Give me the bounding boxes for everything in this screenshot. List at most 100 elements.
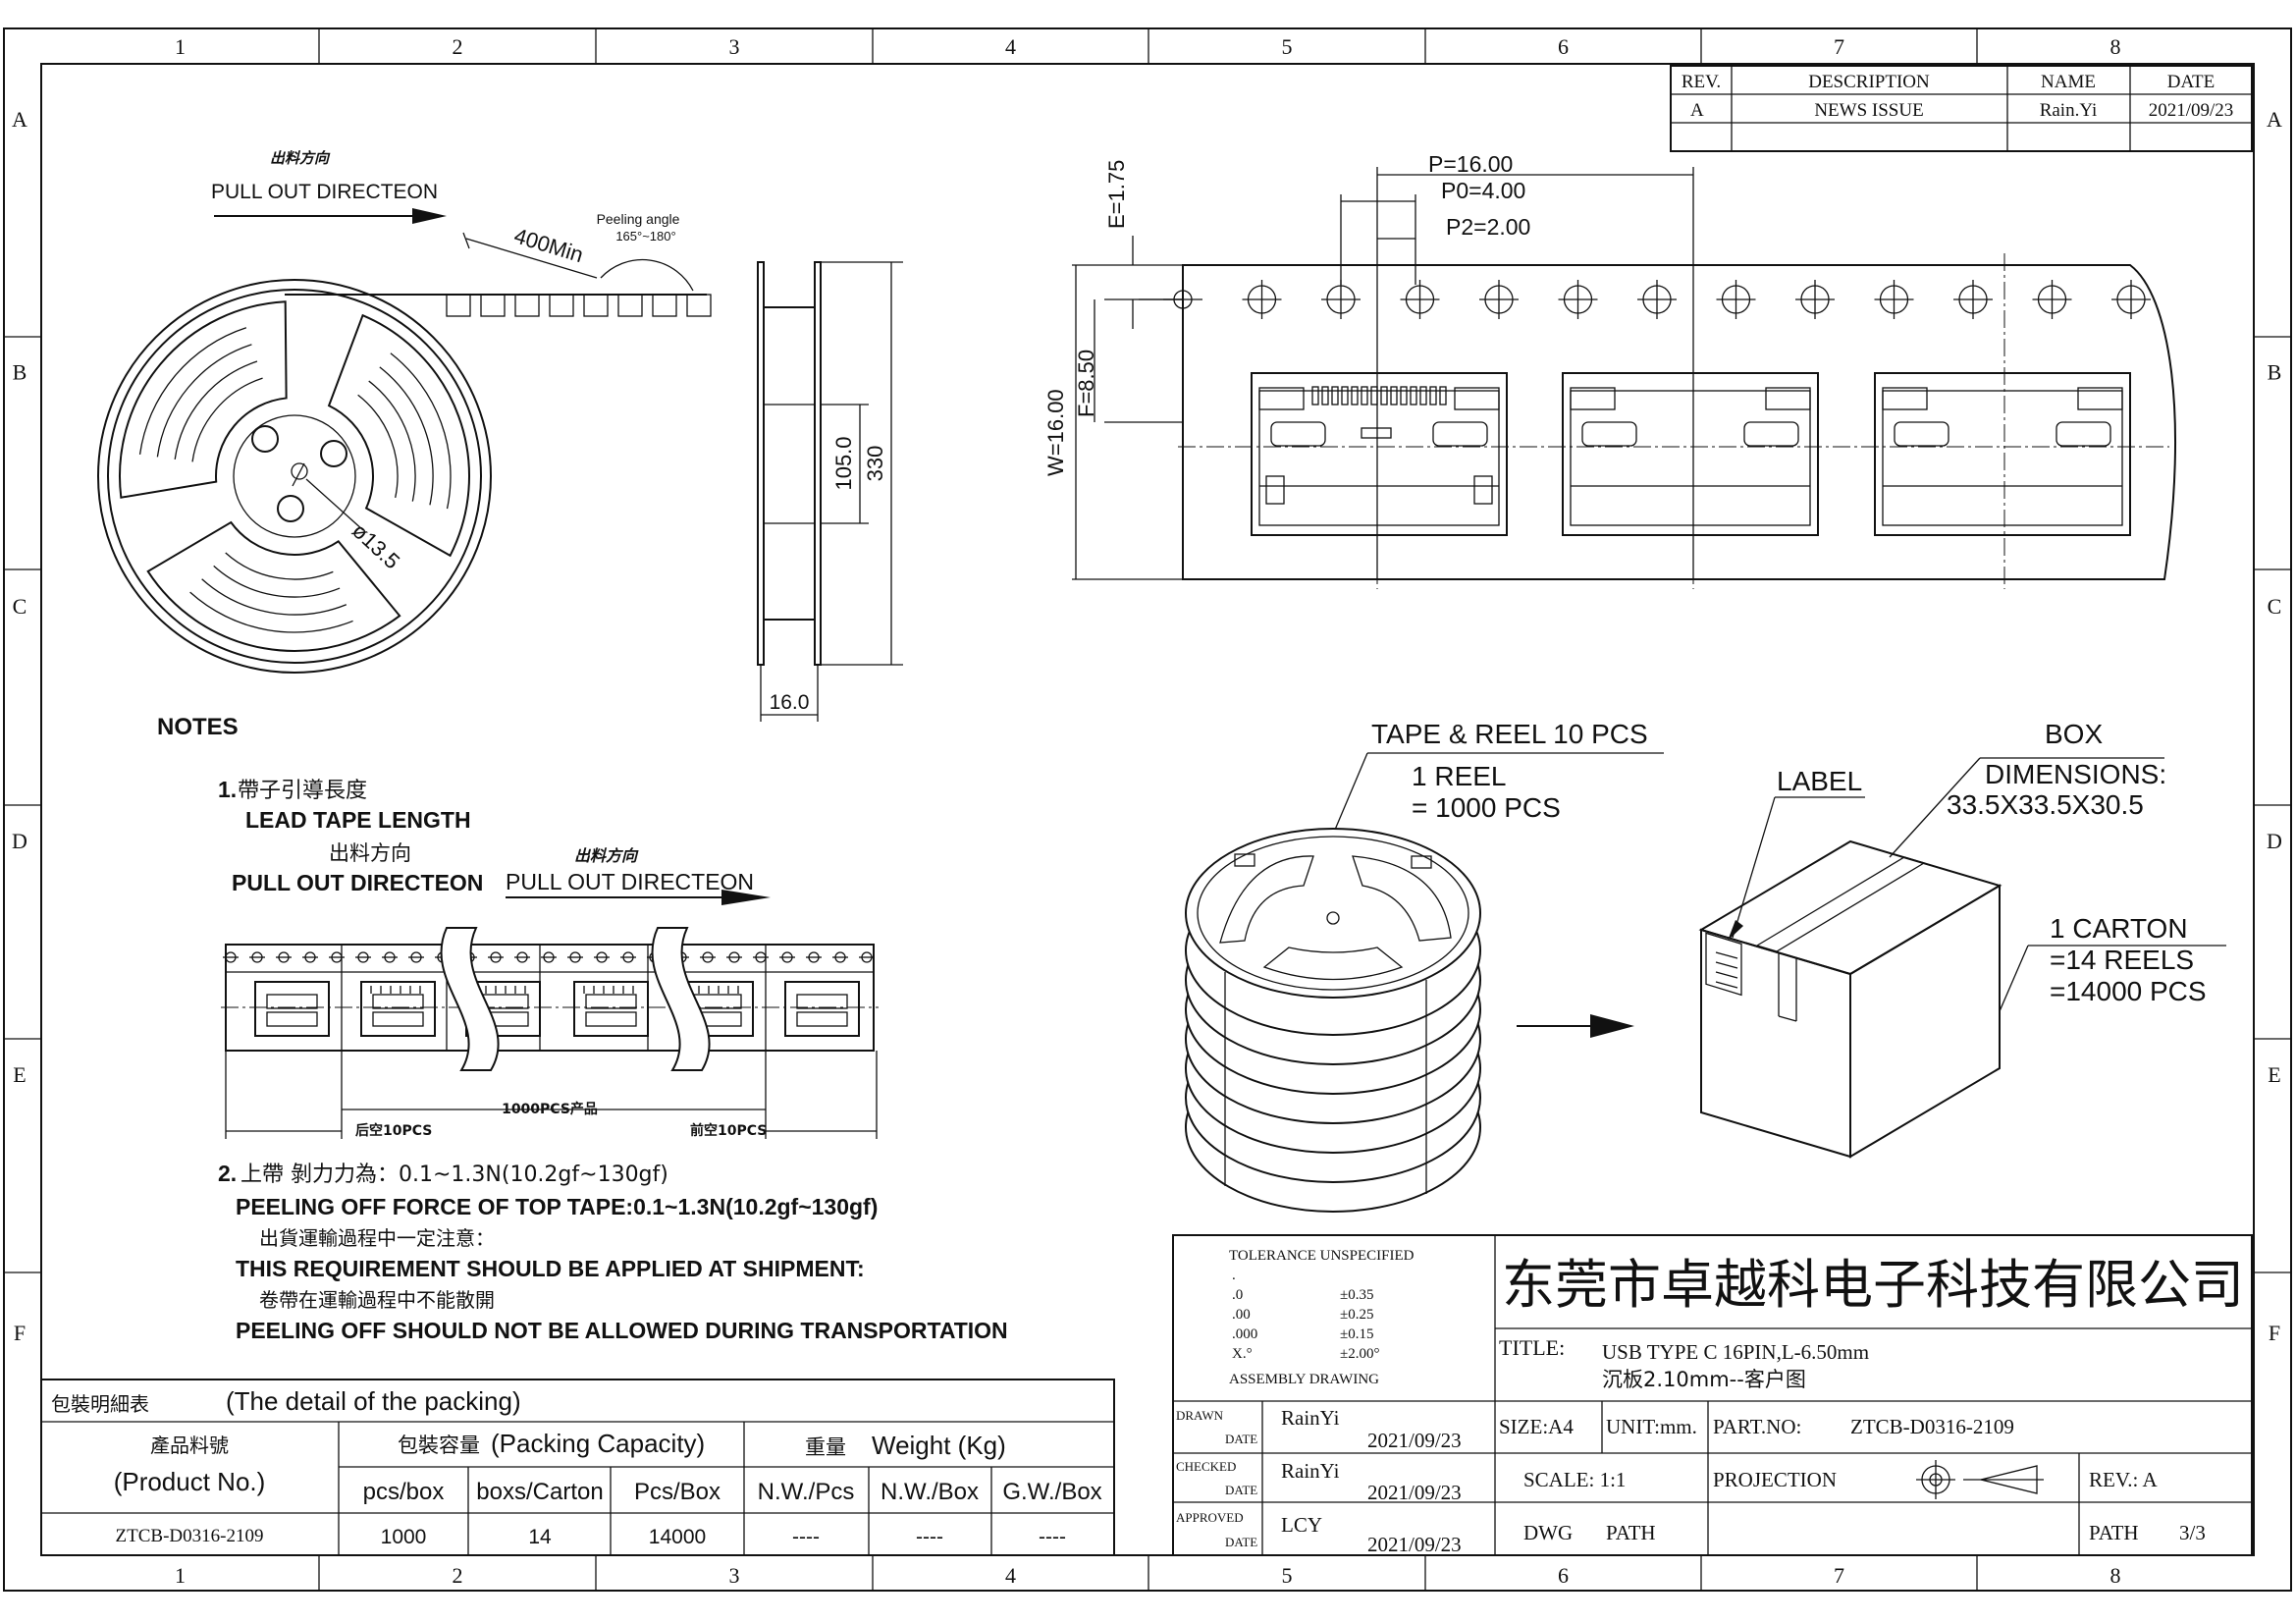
carton-pcs-label: =14000 PCS — [2050, 976, 2207, 1006]
peeling-angle-range: 165°~180° — [615, 229, 675, 243]
packing-title-en: (The detail of the packing) — [226, 1386, 521, 1416]
reel-tape-pocket — [549, 294, 574, 317]
strip-pocket — [254, 981, 330, 1037]
connector-pin — [1380, 386, 1388, 406]
projection-symbol-icon — [1916, 1460, 2044, 1499]
carton-label: 1 CARTON — [2050, 913, 2188, 944]
pack-col-header: Pcs/Box — [634, 1479, 721, 1505]
note-2-number: 2. — [218, 1161, 237, 1186]
top-reel — [1185, 828, 1481, 999]
strip-pocket-inner — [266, 1011, 318, 1027]
reel-side-view: 105.0 330 16.0 — [757, 261, 903, 722]
top-reel-tab — [1411, 855, 1432, 869]
pocket-corner — [2077, 387, 2123, 410]
strip-back-empty: 后空10PCS — [355, 1122, 432, 1139]
checked-label: CHECKED — [1176, 1459, 1236, 1474]
row-label-right: A — [2267, 107, 2282, 132]
carrier-tape-detail: E=1.75 W=16.00 F=8.50 P=16.00 P0=4.00 P2… — [1043, 151, 2177, 589]
one-reel-label: 1 REEL — [1412, 761, 1507, 791]
description-header: DESCRIPTION — [1808, 72, 1930, 92]
reel-window-rib — [138, 327, 247, 455]
checked-date: 2021/09/23 — [1367, 1481, 1462, 1504]
reel-qty-label: = 1000 PCS — [1412, 792, 1561, 823]
dim-330: 330 — [863, 446, 887, 482]
top-reel-hub — [1326, 911, 1340, 925]
name-header: NAME — [2041, 72, 2096, 92]
drawn-name: RainYi — [1281, 1406, 1340, 1430]
rev-value-block: REV.: A — [2089, 1468, 2158, 1491]
tolerance-value: ±0.15 — [1340, 1326, 1373, 1342]
pocket-slot — [1743, 421, 1799, 447]
dim-p: P=16.00 — [1428, 151, 1513, 177]
carton-box — [1698, 839, 2002, 1159]
path-value: PATH — [1606, 1521, 1656, 1544]
tolerance-value: ±0.25 — [1340, 1307, 1373, 1323]
label-label: LABEL — [1777, 766, 1862, 796]
reel-tape-pocket — [583, 294, 609, 317]
note-3-en: THIS REQUIREMENT SHOULD BE APPLIED AT SH… — [236, 1256, 865, 1281]
pack-value: 14 — [528, 1526, 552, 1548]
reel-window-rib — [379, 366, 434, 506]
sheet-number: 3/3 — [2179, 1521, 2206, 1544]
note-pull-en: PULL OUT DIRECTEON — [232, 870, 483, 895]
tape-reel-label: TAPE & REEL 10 PCS — [1371, 719, 1648, 749]
column-label-bottom: 8 — [2110, 1563, 2121, 1588]
reel-window — [146, 520, 401, 652]
note-4-cn: 卷帶在運輸過程中不能散開 — [259, 1288, 495, 1312]
column-label-top: 7 — [1834, 34, 1844, 59]
note-3-cn: 出貨運輸過程中一定注意： — [259, 1226, 495, 1250]
top-reel-tab — [1234, 853, 1255, 867]
connector-pin — [1341, 386, 1349, 406]
column-label-top: 1 — [175, 34, 186, 59]
strip-pocket — [784, 981, 860, 1037]
connector-leg — [1473, 475, 1493, 505]
tolerance-key: .0 — [1232, 1287, 1243, 1303]
row-label-left: F — [14, 1321, 26, 1345]
reel-window-rib — [213, 565, 341, 598]
row-label-right: F — [2269, 1321, 2280, 1345]
tolerance-key: .000 — [1232, 1326, 1257, 1342]
connector-pin — [1400, 386, 1408, 406]
box-dimensions: 33.5X33.5X30.5 — [1947, 789, 2144, 820]
note-1-cn: 帶子引導長度 — [238, 779, 367, 803]
peeling-angle-label: Peeling angle — [597, 211, 680, 227]
pull-out-en: PULL OUT DIRECTEON — [211, 181, 438, 203]
strip-pocket-inner — [585, 994, 637, 1009]
tape-pocket — [1874, 372, 2131, 536]
connector-pin — [1410, 386, 1417, 406]
tolerance-key: X.° — [1232, 1346, 1253, 1362]
lead-tape-strip: 1000PCS产品 后空10PCS 前空10PCS — [221, 927, 879, 1139]
dim-16: 16.0 — [770, 691, 810, 714]
title-label: TITLE: — [1499, 1335, 1565, 1360]
row-label-right: E — [2268, 1062, 2280, 1087]
pocket-slot — [1894, 421, 1949, 447]
connector-pin — [1321, 386, 1329, 406]
reel-tape-pocket — [617, 294, 643, 317]
connector-pin — [1419, 386, 1427, 406]
weight-header-en: Weight (Kg) — [872, 1431, 1006, 1460]
tape-pocket-inner — [1882, 390, 2123, 526]
rev-value: A — [1690, 100, 1704, 121]
column-label-bottom: 2 — [453, 1563, 463, 1588]
product-header-cn: 產品料號 — [150, 1434, 229, 1457]
reel-window-rib — [156, 344, 252, 458]
title-line-2: 沉板2.10mm--客户图 — [1602, 1368, 1806, 1391]
notes-section: NOTES 1. 帶子引導長度 LEAD TAPE LENGTH 出料方向 PU… — [157, 714, 1008, 1343]
reel-tape-pocket — [514, 294, 540, 317]
top-reel-rim — [1197, 836, 1469, 991]
pocket-slot — [1581, 421, 1637, 447]
rev-header: REV. — [1682, 72, 1721, 92]
pocket-corner — [1882, 387, 1928, 410]
row-label-left: A — [12, 107, 27, 132]
revision-table: REV. DESCRIPTION NAME DATE A NEWS ISSUE … — [1670, 65, 2253, 152]
pocket-corner — [1765, 387, 1811, 410]
title-block: TOLERANCE UNSPECIFIED ..0±0.35.00±0.25.0… — [1172, 1234, 2253, 1556]
top-reel-window — [1262, 947, 1404, 981]
hub-diameter: ø13.5 — [347, 518, 404, 574]
column-label-bottom: 4 — [1005, 1563, 1016, 1588]
connector-center — [1361, 427, 1392, 439]
capacity-header-en: (Packing Capacity) — [491, 1429, 705, 1458]
weight-header-cn: 重量 — [805, 1435, 846, 1459]
pull-arrow-head — [412, 208, 447, 224]
